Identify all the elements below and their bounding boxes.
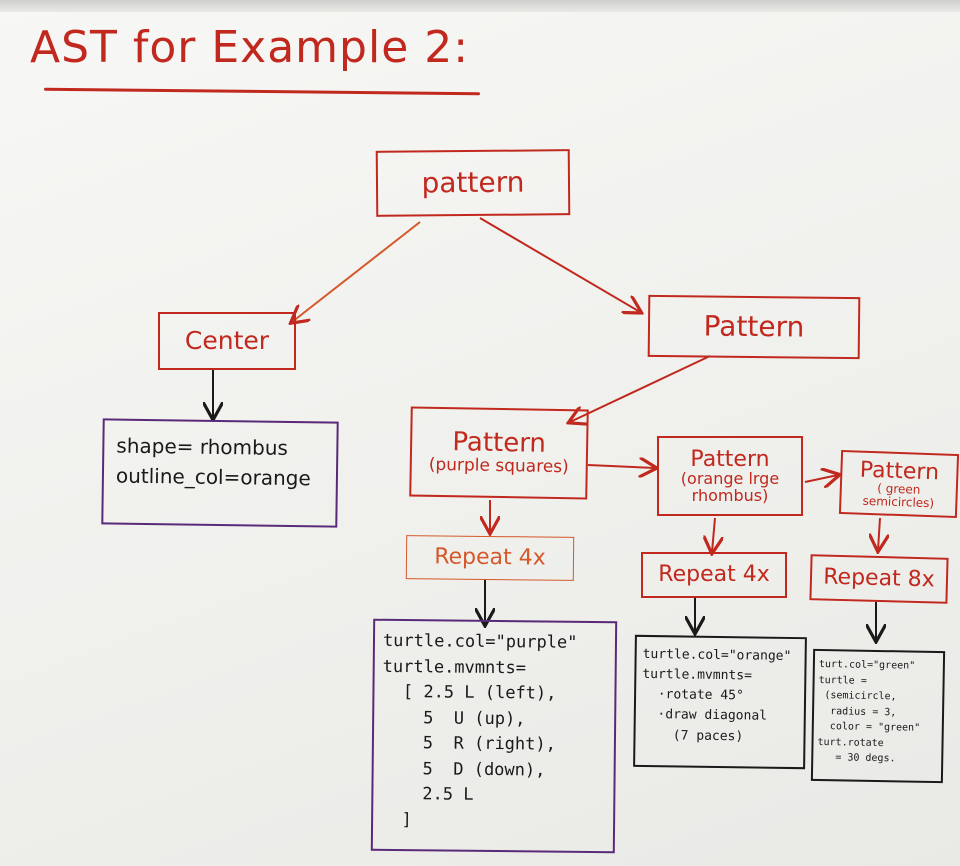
node-sub: (orange lrge rhombus): [680, 468, 780, 505]
code-line: 2.5 L: [381, 783, 474, 805]
node-pattern-purple: Pattern (purple squares): [409, 406, 589, 500]
edge-orange-repeat: [712, 517, 715, 552]
node-root-pattern: pattern: [375, 149, 571, 217]
node-sub: (purple squares): [428, 454, 569, 477]
code-purple-squares: turtle.col="purple" turtle.mvmnts= [ 2.5…: [370, 618, 618, 854]
code-line: 5 D (down),: [381, 758, 546, 781]
code-line: ·draw diagonal: [641, 707, 768, 725]
node-center: Center: [158, 312, 296, 370]
code-line: turt.col="green": [818, 658, 916, 672]
edge-green-repeat: [878, 517, 880, 550]
code-line: = 30 degs.: [817, 751, 896, 765]
node-label: Repeat 8x: [822, 564, 936, 593]
whiteboard-edge: [0, 0, 960, 12]
edge-root-center: [292, 221, 421, 322]
node-label: Pattern: [703, 309, 805, 344]
node-label: Pattern: [452, 427, 547, 460]
code-line: turtle.col="purple": [382, 630, 578, 653]
edge-purple-orange: [587, 465, 655, 468]
code-line: turtle.mvmnts=: [382, 656, 527, 678]
edge-root-pattern: [479, 217, 640, 312]
edge-pattern-purple: [570, 355, 711, 422]
node-sub: ( green semicircles): [862, 481, 935, 510]
code-line: (semicircle,: [818, 689, 897, 703]
node-label: Repeat 4x: [434, 544, 546, 572]
node-repeat-orange: Repeat 4x: [641, 552, 787, 598]
node-label: Pattern: [690, 446, 770, 472]
code-line: radius = 3,: [817, 705, 897, 718]
node-pattern-green: Pattern ( green semicircles): [838, 449, 960, 519]
diagram-title: AST for Example 2:: [30, 22, 470, 73]
center-attributes: shape= rhombus outline_col=orange: [101, 418, 339, 528]
node-repeat-green: Repeat 8x: [809, 554, 949, 604]
code-line: ]: [381, 809, 412, 830]
node-repeat-purple: Repeat 4x: [405, 535, 575, 581]
code-line: (7 paces): [641, 727, 744, 744]
code-orange-rhombus: turtle.col="orange" turtle.mvmnts= ·rota…: [633, 634, 807, 770]
edge-orange-green: [804, 475, 838, 482]
code-line: 5 R (right),: [381, 732, 557, 755]
code-green-semicircles: turt.col="green" turtle = (semicircle, r…: [810, 648, 946, 784]
node-pattern-orange: Pattern (orange lrge rhombus): [657, 436, 803, 516]
node-pattern: Pattern: [647, 294, 861, 360]
node-label: Repeat 4x: [658, 562, 770, 588]
node-label: Center: [184, 325, 270, 355]
code-line: turtle.mvmnts=: [642, 667, 753, 684]
node-label: pattern: [421, 165, 525, 200]
code-line: 5 U (up),: [382, 707, 526, 729]
code-line: color = "green": [817, 720, 921, 734]
code-line: turtle.col="orange": [642, 646, 792, 664]
attr-outline-col: outline_col=orange: [115, 463, 311, 491]
node-label: Pattern: [859, 457, 940, 486]
code-line: turtle =: [818, 674, 867, 687]
code-line: [ 2.5 L (left),: [382, 681, 557, 704]
code-line: turt.rotate: [817, 736, 884, 749]
attr-shape: shape= rhombus: [116, 433, 289, 460]
code-line: ·rotate 45°: [641, 687, 744, 704]
